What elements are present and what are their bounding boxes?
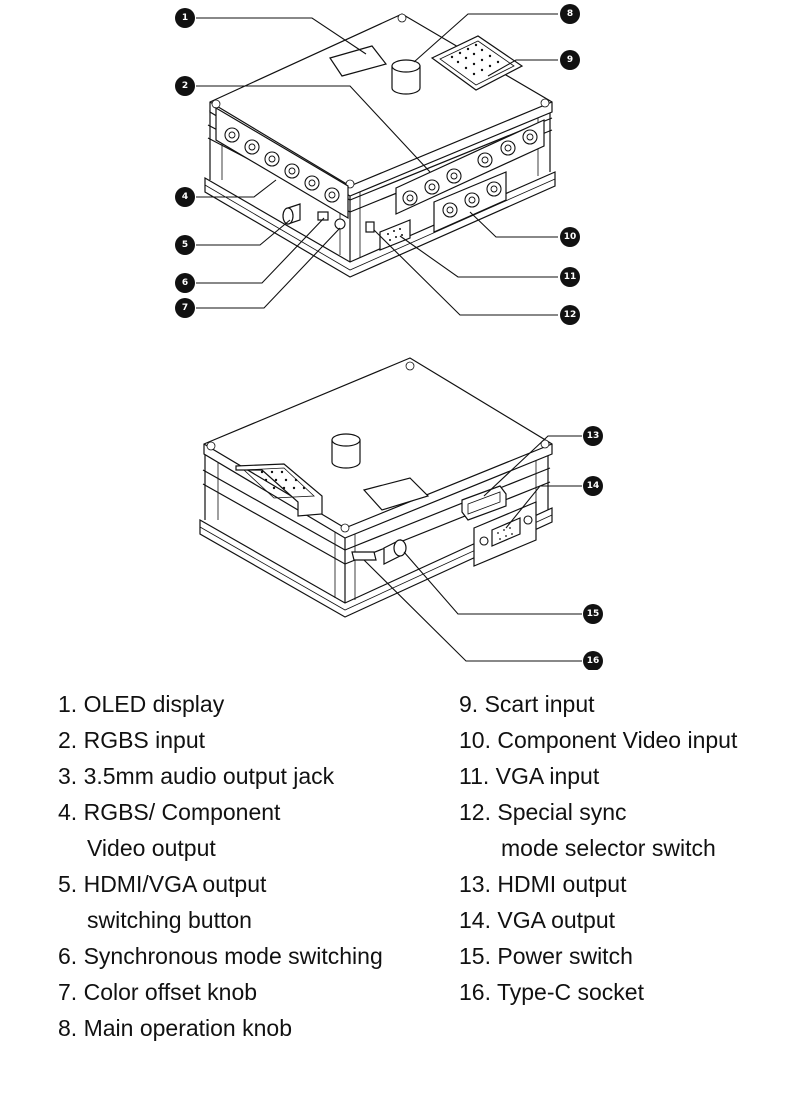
legend-item: 16. Type-C socket [459, 979, 644, 1005]
callout-8: 8 [560, 4, 580, 24]
oled-display-rear [362, 477, 430, 511]
legend-right-column: 9. Scart input 10. Component Video input… [459, 686, 794, 1010]
svg-text:15: 15 [587, 609, 600, 619]
callout-9: 9 [560, 50, 580, 70]
screw-hole [405, 361, 415, 371]
legend-item: 3. 3.5mm audio output jack [58, 763, 335, 789]
screw-hole [540, 98, 550, 108]
screw-hole [211, 99, 221, 109]
leader-lines [196, 13, 582, 662]
callout-5: 5 [175, 235, 195, 255]
callout-11: 11 [560, 267, 580, 287]
screw-hole [397, 13, 407, 23]
svg-text:1: 1 [182, 13, 188, 23]
legend-item: 8. Main operation knob [58, 1015, 292, 1041]
legend-item: 10. Component Video input [459, 727, 738, 753]
screw-hole [206, 441, 216, 451]
callout-12: 12 [560, 305, 580, 325]
legend-item: 9. Scart input [459, 691, 595, 717]
output-switch-button [282, 203, 301, 225]
callout-7: 7 [175, 298, 195, 318]
sync-selector-switch [365, 221, 375, 233]
power-switch [383, 539, 407, 565]
color-offset-knob [334, 218, 346, 230]
sync-mode-switch [317, 211, 329, 221]
legend-item: 14. VGA output [459, 907, 616, 933]
screw-hole [540, 439, 550, 449]
svg-text:16: 16 [587, 656, 600, 666]
svg-text:2: 2 [182, 81, 188, 91]
type-c-socket [351, 551, 377, 561]
legend-item: 13. HDMI output [459, 871, 627, 897]
vga-output [473, 501, 537, 567]
device-diagram: 1 2 4 5 6 7 8 9 10 11 12 13 14 15 16 [175, 4, 603, 670]
device-rear-view [199, 357, 553, 618]
svg-text:7: 7 [182, 303, 188, 313]
legend-item: 15. Power switch [459, 943, 633, 969]
svg-text:5: 5 [182, 240, 188, 250]
screw-hole [340, 523, 350, 533]
main-knob [391, 59, 421, 95]
callout-4: 4 [175, 187, 195, 207]
callout-1: 1 [175, 8, 195, 28]
legend-left-column: 1. OLED display 2. RGBS input 3. 3.5mm a… [58, 686, 448, 1046]
callout-13: 13 [583, 426, 603, 446]
oled-display [329, 45, 388, 77]
svg-text:4: 4 [182, 192, 188, 202]
svg-text:9: 9 [567, 55, 573, 65]
hdmi-output [461, 485, 507, 521]
svg-text:13: 13 [587, 431, 600, 441]
main-knob-rear [331, 433, 361, 469]
rgbs-input [395, 119, 545, 215]
legend-item: 6. Synchronous mode switching [58, 943, 383, 969]
callout-16: 16 [583, 651, 603, 670]
legend-item: 11. VGA input [459, 763, 600, 789]
legend-item: 7. Color offset knob [58, 979, 258, 1005]
svg-text:8: 8 [567, 9, 573, 19]
legend-item: 1. OLED display [58, 691, 225, 717]
legend-item: 2. RGBS input [58, 727, 206, 753]
callout-6: 6 [175, 273, 195, 293]
scart-input [430, 35, 524, 91]
svg-text:10: 10 [564, 232, 577, 242]
rgbs-component-output [215, 106, 349, 220]
device-front-view [204, 13, 556, 278]
callout-14: 14 [583, 476, 603, 496]
component-video-input [433, 171, 507, 233]
svg-text:12: 12 [564, 310, 577, 320]
callout-15: 15 [583, 604, 603, 624]
svg-text:14: 14 [587, 481, 600, 491]
callout-2: 2 [175, 76, 195, 96]
vga-input [379, 219, 411, 251]
callout-10: 10 [560, 227, 580, 247]
svg-text:11: 11 [564, 272, 577, 282]
svg-text:6: 6 [182, 278, 188, 288]
scart-input-rear [235, 463, 323, 517]
